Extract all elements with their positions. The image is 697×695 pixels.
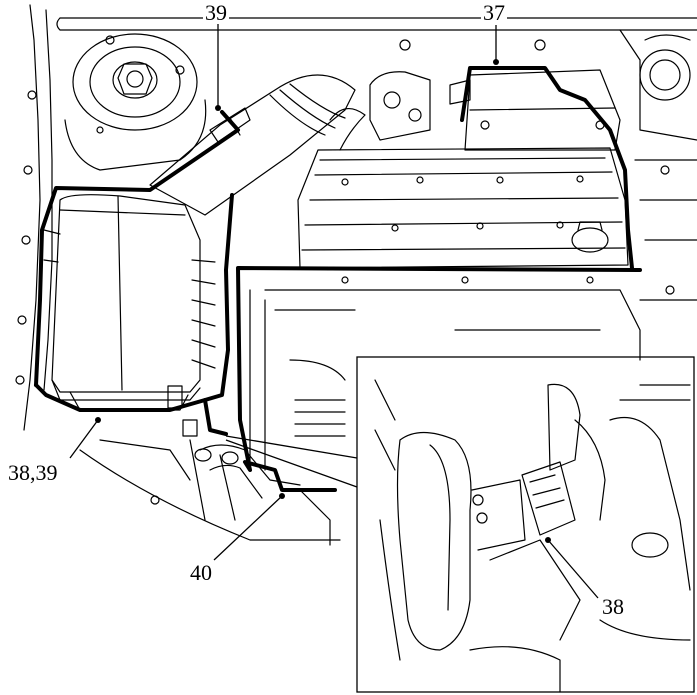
engine-block (249, 276, 641, 471)
harness-front (236, 266, 642, 492)
callout-38-39: 38,39 (6, 460, 60, 485)
cowl-bar (56, 17, 697, 31)
intake-duct (149, 74, 356, 216)
callout-37: 37 (481, 0, 507, 25)
harness-39 (34, 110, 240, 387)
wiring-harness-routes (34, 66, 642, 492)
detail-inset-frame (356, 356, 695, 693)
valve-cover (297, 147, 629, 269)
harness-filter-side (203, 193, 234, 402)
callout-38-inset: 38 (600, 594, 626, 619)
harness-37 (460, 66, 634, 270)
inset-pointer-upper (225, 435, 358, 459)
coolant-reservoir (619, 29, 697, 301)
callout-39: 39 (203, 0, 229, 25)
inset-artwork (374, 379, 691, 693)
leader-38-39 (69, 419, 99, 459)
leader-38-inset (547, 539, 599, 599)
leader-40 (213, 495, 283, 561)
callout-40: 40 (188, 560, 214, 585)
lower-pipes (79, 439, 341, 546)
left-fender (15, 4, 53, 431)
strut-tower (64, 33, 207, 171)
harness-38-39 (34, 383, 228, 436)
inset-pointer-lower (225, 439, 358, 488)
top-connectors (329, 39, 546, 151)
